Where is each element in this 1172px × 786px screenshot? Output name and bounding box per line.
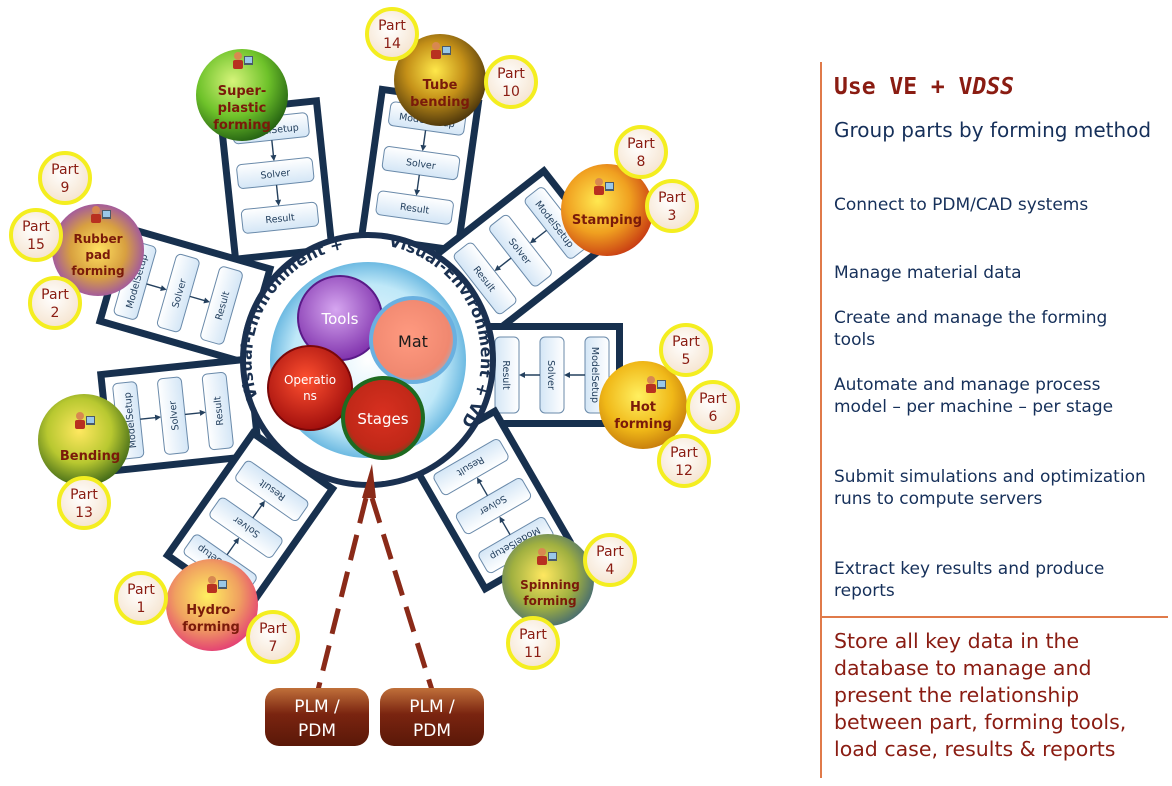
panel-title: Use VE + VDSS — [834, 74, 1015, 100]
panel-item: Extract key results and produce reports — [834, 559, 1105, 601]
svg-text:Operatio: Operatio — [284, 373, 336, 387]
svg-text:Mat: Mat — [398, 332, 428, 351]
svg-text:ns: ns — [303, 389, 317, 403]
panel-store-text: Store all key data in the database to ma… — [834, 629, 1127, 761]
user-computer-icon — [537, 548, 557, 565]
result-label: Result — [265, 212, 296, 226]
workflow-hot: ModelSetup Solver Result — [466, 322, 624, 428]
panel-divider-vertical — [820, 62, 822, 778]
panel-item: Manage material data — [834, 263, 1022, 283]
solver-label: Solver — [545, 360, 556, 390]
svg-text:Tools: Tools — [321, 310, 359, 328]
panel-item: Connect to PDM/CAD systems — [834, 195, 1089, 215]
plm-pdm-box-right: PLM /PDM — [380, 688, 484, 746]
result-label: Result — [500, 360, 511, 390]
inner-operations: Operatio ns — [267, 345, 353, 431]
panel-subtitle: Group parts by forming method — [834, 118, 1152, 142]
plm-connectors — [315, 464, 435, 691]
solver-label: Solver — [260, 167, 291, 181]
result-label: Result — [399, 202, 430, 217]
panel-item: Create and manage the forming tools — [834, 308, 1108, 350]
user-computer-icon — [75, 412, 95, 429]
svg-text:PLM /PDM: PLM /PDM — [294, 697, 340, 741]
svg-text:Stages: Stages — [357, 410, 408, 428]
user-computer-icon — [233, 52, 253, 69]
inner-stages: Stages — [341, 376, 425, 460]
solver-label: Solver — [405, 157, 436, 172]
plm-pdm-box-left: PLM /PDM — [265, 688, 369, 746]
user-computer-icon — [207, 576, 227, 593]
solver-label: Solver — [167, 400, 181, 431]
model-setup-label: ModelSetup — [589, 347, 600, 403]
user-computer-icon — [594, 178, 614, 195]
user-computer-icon — [431, 42, 451, 59]
panel-divider-horizontal — [822, 616, 1168, 618]
panel-item: Submit simulations and optimization runs… — [834, 467, 1146, 509]
panel-item: Automate and manage process model – per … — [834, 375, 1114, 417]
svg-text:Hydro-forming: Hydro-forming — [182, 603, 240, 635]
svg-text:Stamping: Stamping — [572, 213, 642, 228]
user-computer-icon — [91, 206, 111, 223]
forming-diagram: ModelSetup Solver Result ModelSetup Solv… — [0, 0, 740, 746]
info-panel: Use VE + VDSS Group parts by forming met… — [808, 62, 1172, 782]
method-bending: Bending — [38, 394, 130, 486]
result-label: Result — [212, 395, 226, 426]
svg-text:PLM /PDM: PLM /PDM — [409, 697, 455, 741]
method-hydro: Hydro-forming — [166, 559, 258, 651]
inner-mat: Mat — [369, 296, 457, 384]
svg-text:Bending: Bending — [60, 449, 120, 464]
method-stamping: Stamping — [561, 164, 653, 256]
user-computer-icon — [646, 376, 666, 393]
